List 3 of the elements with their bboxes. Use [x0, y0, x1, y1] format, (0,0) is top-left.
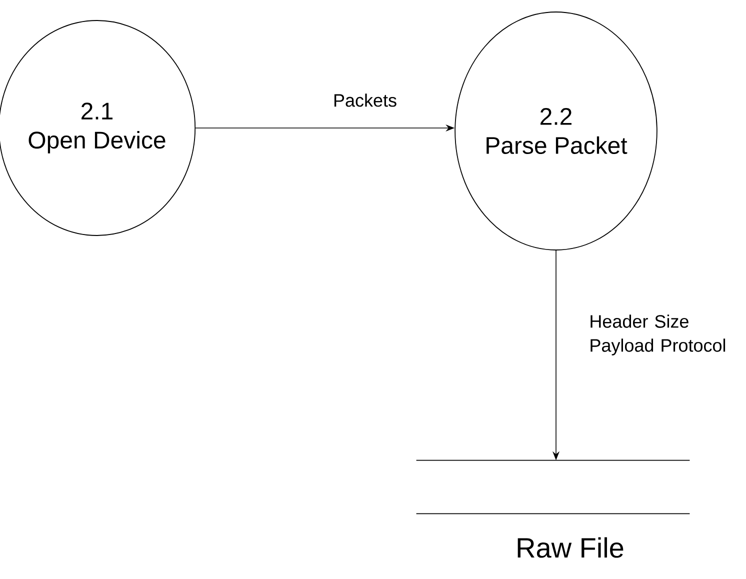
- edge-label: Header Size Payload Protocol: [588, 314, 740, 356]
- edge-label: Packets: [332, 92, 398, 108]
- data-store: Raw File: [416, 460, 690, 558]
